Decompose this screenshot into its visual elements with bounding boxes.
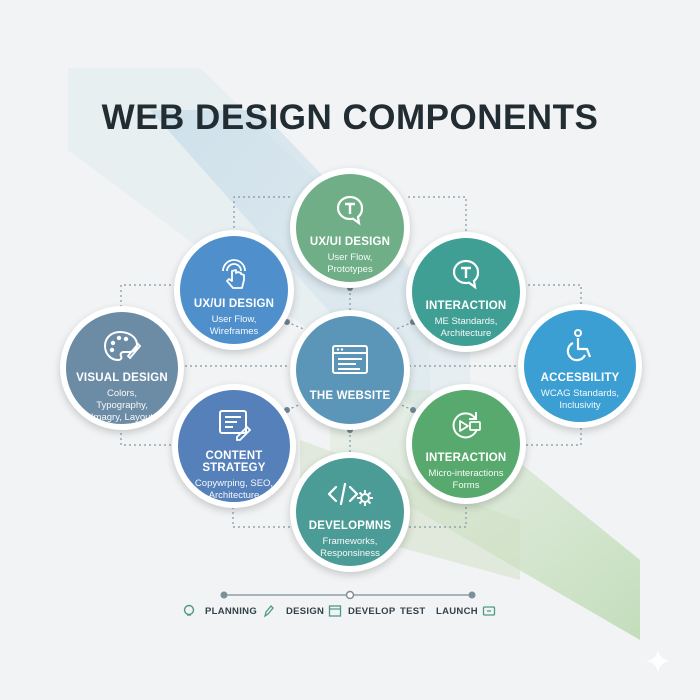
node-accessibility: ACCESBILITY WCAG Standards, Inclusivity	[518, 304, 642, 428]
node-desc-line1: Colors, Typography,	[96, 388, 148, 411]
stage-test: TEST	[400, 606, 426, 617]
sparkle-icon	[646, 649, 670, 673]
node-desc-line1: ME Standards,	[434, 316, 498, 327]
node-title: INTERACTION	[425, 452, 507, 464]
process-timeline: PLANNING DESIGN DEVELOP TEST LAUNCH	[0, 590, 700, 630]
lightbulb-icon	[183, 604, 195, 616]
node-title: INTERACTION	[425, 300, 507, 312]
node-interaction-top: INTERACTION ME Standards, Architecture	[406, 232, 526, 352]
node-desc-line2: Architecture	[208, 490, 260, 501]
node-title: DEVELOPMNS	[308, 520, 392, 532]
speech-bubble-icon	[333, 190, 367, 230]
node-desc-line2: Prototypes	[327, 264, 373, 275]
node-desc-line1: Copywrping, SEO,	[194, 478, 274, 489]
node-title: THE WEBSITE	[309, 390, 391, 402]
stage-design: DESIGN	[286, 606, 325, 617]
timeline-track	[220, 590, 476, 600]
node-title: UX/UI DESIGN	[309, 236, 391, 248]
touch-gesture-icon	[215, 252, 253, 292]
node-content-strategy: CONTENT STRATEGY Copywrping, SEO, Archit…	[172, 384, 296, 508]
palette-icon	[102, 328, 142, 366]
stage-planning: PLANNING	[205, 606, 258, 617]
browser-window-icon	[330, 340, 370, 380]
code-window-icon	[328, 605, 342, 617]
node-title: CONTENT STRATEGY	[202, 450, 266, 474]
node-desc-line1: User Flow,	[327, 252, 373, 263]
node-desc-line1: Micro-interactions	[428, 468, 504, 479]
node-interaction-bottom: INTERACTION Micro-interactions Forms	[406, 384, 526, 504]
node-desc-line2: Imagry, Layout	[90, 412, 154, 423]
node-uxui-design-left: UX/UI DESIGN User Flow, Wireframes	[174, 230, 294, 350]
node-development: DEVELOPMNS Frameworks, Responsiness	[290, 452, 410, 572]
node-visual-design: VISUAL DESIGN Colors, Typography, Imagry…	[60, 306, 184, 430]
stage-develop: DEVELOP	[348, 606, 396, 617]
page-title: WEB DESIGN COMPONENTS	[101, 98, 599, 137]
content-editor-icon	[215, 406, 253, 444]
refresh-play-icon	[447, 406, 485, 446]
stage-launch: LAUNCH	[436, 606, 478, 617]
node-desc-line1: Frameworks,	[322, 536, 378, 547]
node-title: ACCESBILITY	[540, 372, 620, 384]
node-desc-line2: Responsiness	[320, 548, 380, 559]
wheelchair-icon	[563, 326, 597, 366]
node-title: VISUAL DESIGN	[76, 372, 168, 384]
node-desc-line2: Architecture	[440, 328, 492, 339]
node-desc-line1: WCAG Standards,	[540, 388, 620, 399]
speech-bubble-icon	[449, 254, 483, 294]
code-gear-icon	[326, 474, 374, 514]
pencil-icon	[263, 605, 274, 618]
node-desc-line2: Forms	[452, 480, 480, 491]
node-desc-line2: Wireframes	[209, 326, 259, 337]
rocket-icon	[482, 606, 496, 616]
node-the-website: THE WEBSITE	[290, 310, 410, 430]
node-desc-line1: User Flow,	[211, 314, 257, 325]
node-desc-line2: Inclusivity	[559, 400, 601, 411]
node-title: UX/UI DESIGN	[193, 298, 275, 310]
node-uxui-design-top: UX/UI DESIGN User Flow, Prototypes	[290, 168, 410, 288]
